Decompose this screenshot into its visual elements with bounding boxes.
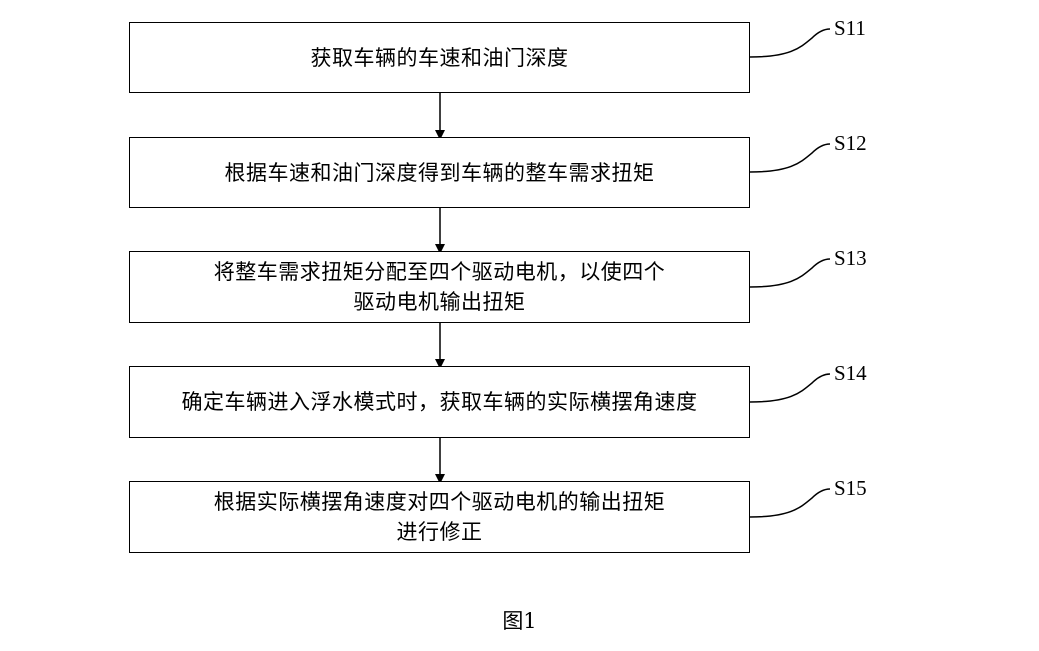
step-box-s13: 将整车需求扭矩分配至四个驱动电机，以使四个 驱动电机输出扭矩 (129, 251, 750, 323)
step-box-s12: 根据车速和油门深度得到车辆的整车需求扭矩 (129, 137, 750, 208)
figure-caption: 图1 (502, 609, 537, 633)
step-label-s12: S12 (834, 131, 867, 155)
step-label-s13: S13 (834, 246, 867, 270)
step-box-s15: 根据实际横摆角速度对四个驱动电机的输出扭矩 进行修正 (129, 481, 750, 553)
step-text-s11: 获取车辆的车速和油门深度 (310, 45, 569, 70)
step-text-s14: 确定车辆进入浮水模式时，获取车辆的实际横摆角速度 (181, 390, 698, 414)
step-text-s15: 根据实际横摆角速度对四个驱动电机的输出扭矩 进行修正 (213, 490, 666, 544)
leader-curve-s12 (749, 143, 831, 173)
leader-curve-s14 (749, 373, 831, 403)
step-label-s11: S11 (834, 16, 866, 40)
step-text-s13: 将整车需求扭矩分配至四个驱动电机，以使四个 驱动电机输出扭矩 (213, 260, 666, 314)
leader-curve-s15 (749, 488, 831, 518)
step-text-s12: 根据车速和油门深度得到车辆的整车需求扭矩 (224, 160, 655, 185)
step-label-s15: S15 (834, 476, 867, 500)
leader-curve-s11 (749, 28, 831, 58)
step-box-s11: 获取车辆的车速和油门深度 (129, 22, 750, 93)
step-label-s14: S14 (834, 361, 867, 385)
leader-curve-s13 (749, 258, 831, 288)
step-box-s14: 确定车辆进入浮水模式时，获取车辆的实际横摆角速度 (129, 366, 750, 438)
